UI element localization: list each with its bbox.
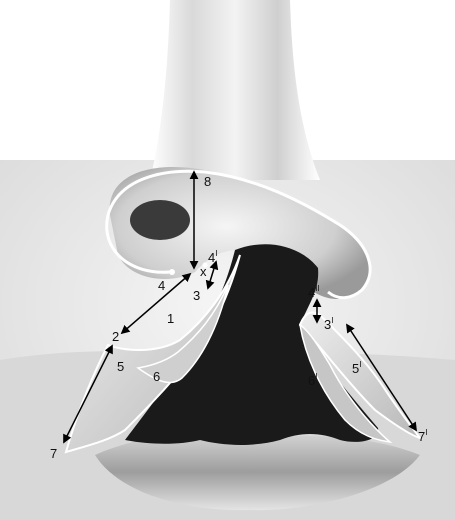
point-4-dot <box>169 269 175 275</box>
label-3: 3 <box>193 288 200 303</box>
label-5: 5 <box>117 359 124 374</box>
left-nostril <box>130 200 190 240</box>
label-4: 4 <box>158 278 165 293</box>
label-8: 8 <box>204 174 211 189</box>
label-7: 7 <box>50 446 57 461</box>
label-1: 1 <box>167 311 174 326</box>
label-6: 6 <box>153 369 160 384</box>
label-x: x <box>200 264 207 279</box>
label-2: 2 <box>112 329 119 344</box>
